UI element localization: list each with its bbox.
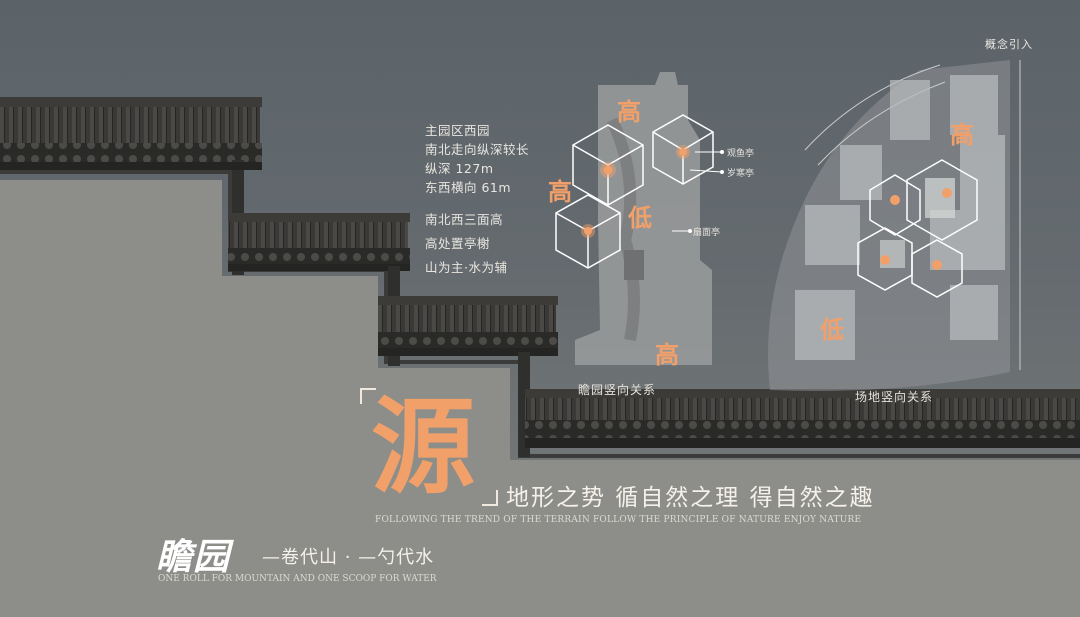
roof-tier-4 [525, 389, 1080, 448]
roof-tier-2 [228, 213, 410, 366]
left-map-caption: 瞻园竖向关系 [578, 383, 657, 397]
headline-slogan: 地形之势 循自然之理 得自然之趣 [506, 485, 875, 511]
map-marker-high: 高 [950, 120, 974, 149]
intro-line: 高处置亭榭 [425, 236, 491, 251]
pavilion-label: 岁寒亭 [727, 169, 755, 179]
headline-slogan-en: FOLLOWING THE TREND OF THE TERRAIN FOLLO… [375, 515, 862, 525]
headline-char: 源 [371, 385, 476, 508]
brand-tagline: —卷代山 · —勺代水 [262, 547, 435, 568]
intro-line: 纵深 127m [425, 161, 494, 176]
hexagon-cubes-right [880, 178, 955, 270]
bracket-open [360, 388, 376, 404]
intro-line: 主园区西园 [425, 123, 491, 138]
map-marker-high: 高 [617, 97, 641, 126]
map-marker-low: 低 [820, 315, 844, 344]
map-marker-high: 高 [655, 340, 679, 369]
pavilion-dots-left [581, 145, 724, 238]
intro-line: 山为主·水为辅 [425, 260, 508, 275]
roof-tier-1 [0, 97, 262, 275]
brand-tagline-en: ONE ROLL FOR MOUNTAIN AND ONE SCOOP FOR … [158, 574, 437, 584]
intro-line: 南北西三面高 [425, 212, 504, 227]
hexagon-markers-right [857, 159, 978, 298]
intro-line: 东西横向 61m [425, 180, 512, 195]
brand-name: 瞻园 [156, 537, 231, 578]
site-plan-map [768, 60, 1021, 391]
pavilion-label: 观鱼亭 [727, 149, 755, 159]
concept-label: 概念引入 [985, 38, 1033, 51]
intro-line: 南北走向纵深较长 [425, 142, 530, 157]
map-marker-low: 低 [628, 203, 652, 232]
bracket-close [482, 490, 498, 506]
map-marker-high: 高 [548, 177, 572, 206]
right-map-caption: 场地竖向关系 [855, 390, 934, 404]
pavilion-label: 扇面亭 [693, 228, 721, 238]
